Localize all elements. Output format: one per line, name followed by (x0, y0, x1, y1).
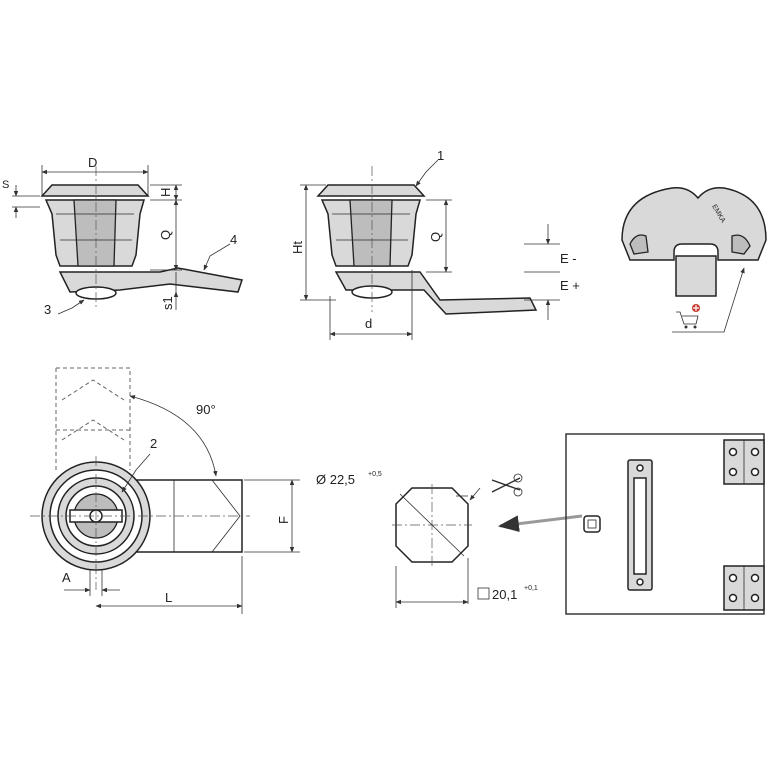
key-view: EMKA (621, 186, 767, 333)
key-shaft (675, 255, 717, 297)
label-diameter-tol: +0,5 (368, 471, 382, 478)
label-diameter: Ø 22,5 (316, 472, 355, 487)
cutout-view: Ø 22,5 +0,5 20,1 +0,1 (316, 471, 583, 608)
label-F: F (276, 516, 291, 524)
callout-2: 2 (150, 436, 157, 451)
label-A: A (62, 570, 71, 585)
rotated-cam-ghost (55, 367, 131, 470)
label-s1: s1 (160, 296, 175, 310)
label-square: 20,1 (492, 587, 517, 602)
cabinet-panel-view (565, 433, 765, 615)
hinge-bottom (723, 565, 765, 611)
cutout-on-door (583, 515, 601, 533)
label-Q-mid: Q (428, 232, 443, 242)
label-Q-left: Q (158, 230, 173, 240)
lock-core (73, 199, 117, 267)
lock-head-flange-2 (316, 184, 426, 197)
label-Ht: Ht (290, 241, 305, 254)
label-E-plus: E + (560, 278, 580, 293)
label-angle: 90° (196, 402, 216, 417)
callout-4: 4 (230, 232, 237, 247)
label-d: d (365, 316, 372, 331)
callout-1: 1 (437, 148, 444, 163)
side-view-lock: D S H Q s1 3 4 (2, 155, 243, 317)
scissors-icon (491, 473, 523, 497)
label-E-minus: E - (560, 251, 577, 266)
lock-head-flange (40, 184, 150, 197)
label-H: H (158, 188, 173, 197)
hinge-top (723, 439, 765, 485)
cart-add-icon[interactable] (676, 304, 700, 329)
callout-3: 3 (44, 302, 51, 317)
label-S: S (2, 179, 9, 191)
cabinet-door (565, 433, 765, 615)
lock-core-2 (349, 199, 393, 267)
label-L: L (165, 590, 172, 605)
key-hole-left (629, 234, 649, 255)
key-hole-right (731, 234, 751, 255)
front-view-rotation: 90° 2 F A L (30, 367, 300, 614)
label-D: D (88, 155, 97, 170)
arrow-to-panel (497, 514, 583, 533)
label-square-tol: +0,1 (524, 585, 538, 592)
key-bow (621, 186, 767, 261)
side-view-offset-cam: Ht Q d 1 E - E + (290, 148, 580, 340)
